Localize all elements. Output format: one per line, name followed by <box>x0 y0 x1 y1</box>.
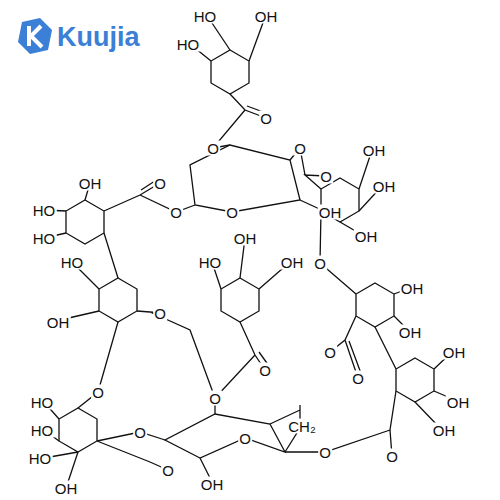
atom-label: OH <box>46 315 71 330</box>
atom-label: OH <box>398 325 423 340</box>
atom-label: HO <box>28 451 53 466</box>
logo-glyph <box>29 26 42 47</box>
logo <box>18 18 52 54</box>
glucose-ring <box>165 414 285 458</box>
atom-label: OH <box>442 345 467 360</box>
atom-label: OH <box>400 281 425 296</box>
atom-label: O <box>313 256 327 271</box>
atom-label: O <box>259 111 273 126</box>
atom-label: O <box>91 385 105 400</box>
atom-label: OH <box>362 143 387 158</box>
atom-label: OH <box>446 395 471 410</box>
benzene-ring <box>99 278 137 322</box>
atom-label: HO <box>32 203 57 218</box>
atom-label: OH <box>78 176 103 191</box>
atom-label: O <box>206 141 220 156</box>
atom-label: OH <box>233 231 258 246</box>
atom-label: OH <box>254 9 279 24</box>
atom-label: O <box>208 391 222 406</box>
atom-label: O <box>351 371 365 386</box>
atom-label: O <box>323 345 337 360</box>
benzene-ring <box>221 278 259 322</box>
benzene-ring <box>396 358 434 402</box>
atom-label: HO <box>193 9 218 24</box>
logo-mark <box>18 18 52 54</box>
atom-label: O <box>319 169 333 184</box>
atom-label: HO <box>30 423 55 438</box>
atom-label: O <box>153 306 167 321</box>
atom-label: O <box>153 176 167 191</box>
bond-lines <box>44 20 455 488</box>
benzene-ring <box>356 283 394 327</box>
benzene-ring <box>66 200 104 244</box>
atom-label: O <box>169 205 183 220</box>
benzene-ring <box>211 50 249 94</box>
atom-label: OH <box>372 179 397 194</box>
atom-label: OH <box>354 229 379 244</box>
benzene-ring <box>59 408 97 452</box>
atom-label: O <box>133 425 147 440</box>
atom-label: O <box>225 205 239 220</box>
atom-label: OH <box>54 481 79 496</box>
atom-label: HO <box>32 231 57 246</box>
atom-label: HO <box>198 255 223 270</box>
atom-label: OH <box>280 255 305 270</box>
atom-label: OH <box>200 477 225 492</box>
watermark: Kuujia <box>56 24 141 51</box>
atom-label: O <box>318 445 332 460</box>
atom-label: OH <box>432 423 457 438</box>
atom-label: CH₂ <box>287 419 317 434</box>
atom-label: O <box>385 449 399 464</box>
atom-label: O <box>161 463 175 478</box>
atom-label: HO <box>176 37 201 52</box>
bonds <box>44 20 455 488</box>
atom-label: O <box>238 431 252 446</box>
atom-label: O <box>293 141 307 156</box>
atom-label: HO <box>30 395 55 410</box>
atom-label: OH <box>318 205 343 220</box>
atom-label: O <box>258 363 272 378</box>
atom-label: HO <box>60 255 85 270</box>
